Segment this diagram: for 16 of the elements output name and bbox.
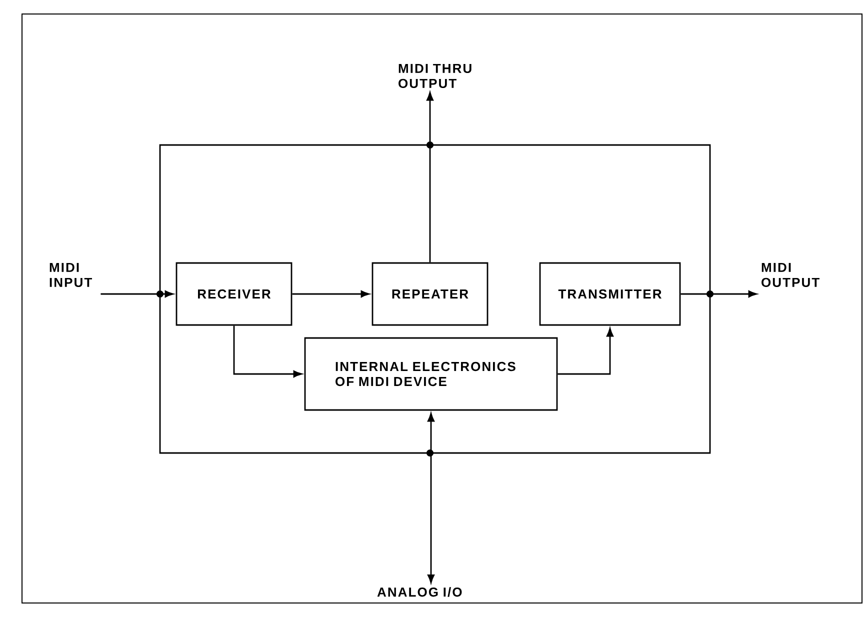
terminal-label: MIDI INPUT: [50, 262, 92, 288]
block-box: INTERNAL ELECTRONICS OF MIDI DEVICE: [304, 337, 558, 411]
block-box: RECEIVER: [176, 262, 292, 326]
terminal-label: ANALOG I/O: [377, 587, 462, 597]
terminal-label: MIDI OUTPUT: [762, 262, 820, 288]
arrow: [558, 328, 614, 375]
block-box: REPEATER: [372, 262, 488, 326]
arrow: [680, 290, 758, 298]
arrow: [292, 290, 370, 298]
terminal-label: MIDI THRU OUTPUT: [398, 64, 472, 88]
arrow: [233, 326, 302, 378]
device-outline: [159, 144, 711, 454]
arrow: [100, 290, 174, 298]
arrow: [428, 412, 434, 584]
block-box: TRANSMITTER: [539, 262, 681, 326]
arrow: [426, 92, 434, 262]
